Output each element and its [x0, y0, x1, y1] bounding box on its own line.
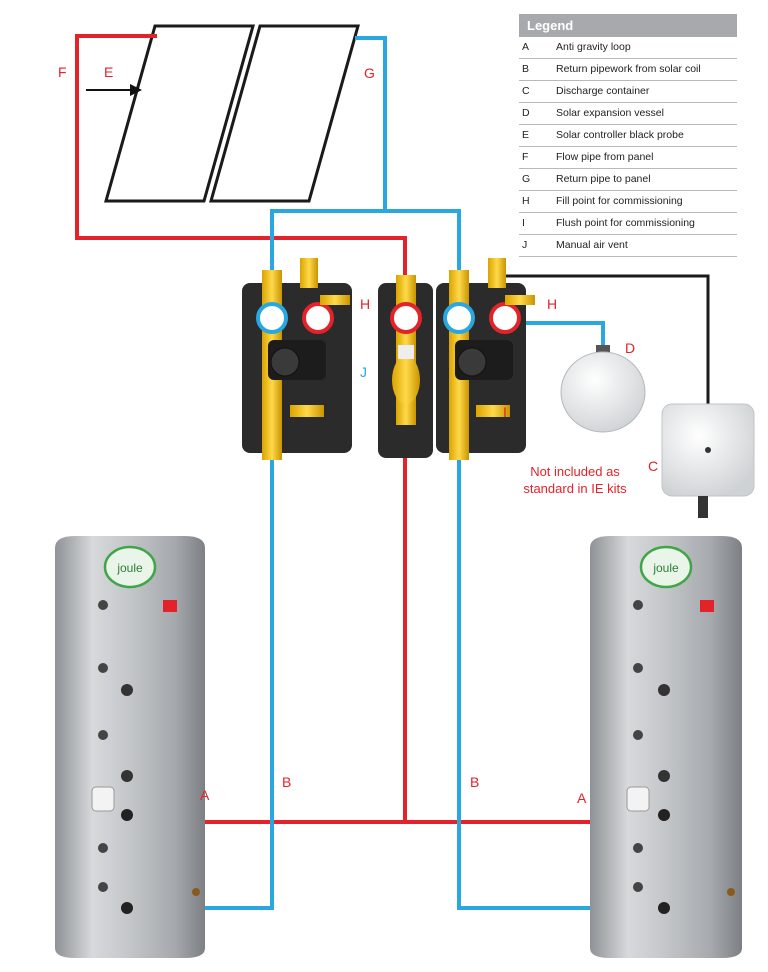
legend-key: A — [522, 41, 530, 53]
expansion-vessel — [560, 345, 646, 433]
discharge-container — [661, 403, 755, 518]
legend-row: J Manual air vent — [519, 235, 737, 257]
label-I: I — [503, 404, 507, 420]
legend-row: H Fill point for commissioning — [519, 191, 737, 213]
pump-station-right — [436, 258, 535, 460]
legend-title: Legend — [519, 14, 737, 37]
label-C: C — [648, 458, 658, 474]
legend-key: B — [522, 63, 530, 75]
legend-desc: Return pipe to panel — [556, 173, 651, 185]
brand-logo-left: joule — [116, 561, 143, 575]
legend-key: J — [522, 239, 528, 251]
legend-key: E — [522, 129, 530, 141]
not-included-note: Not included as standard in IE kits — [500, 463, 650, 497]
cylinder-left — [55, 536, 205, 958]
legend-key: C — [522, 85, 530, 97]
label-B-right: B — [470, 774, 479, 790]
legend-key: D — [522, 107, 530, 119]
legend-desc: Solar expansion vessel — [556, 107, 664, 119]
legend-row: C Discharge container — [519, 81, 737, 103]
legend-table: Legend A Anti gravity loop B Return pipewo… — [519, 14, 737, 257]
label-F: F — [58, 64, 67, 80]
label-J: J — [360, 364, 367, 380]
legend-key: I — [522, 217, 525, 229]
legend-key: G — [522, 173, 531, 185]
label-D: D — [625, 340, 635, 356]
pump-station-left — [242, 258, 352, 460]
label-A-left: A — [200, 787, 210, 803]
label-G: G — [364, 65, 375, 81]
discharge-pipe — [497, 274, 710, 408]
flow-station-middle — [378, 275, 433, 458]
label-H-left: H — [360, 296, 370, 312]
solar-panel-left — [104, 24, 255, 203]
legend-row: D Solar expansion vessel — [519, 103, 737, 125]
probe-arrow — [86, 84, 142, 96]
legend-desc: Flow pipe from panel — [556, 151, 654, 163]
brand-logo-right: joule — [652, 561, 679, 575]
label-H-right: H — [547, 296, 557, 312]
legend-desc: Anti gravity loop — [556, 41, 631, 53]
legend-row: G Return pipe to panel — [519, 169, 737, 191]
legend-key: F — [522, 151, 529, 163]
legend-row: E Solar controller black probe — [519, 125, 737, 147]
label-A-right: A — [577, 790, 587, 806]
legend-key: H — [522, 195, 530, 207]
legend-row: B Return pipework from solar coil — [519, 59, 737, 81]
legend-desc: Solar controller black probe — [556, 129, 684, 141]
legend-desc: Manual air vent — [556, 239, 628, 251]
label-E: E — [104, 64, 113, 80]
legend-row: I Flush point for commissioning — [519, 213, 737, 235]
solar-panel-right — [209, 24, 360, 203]
legend-desc: Return pipework from solar coil — [556, 63, 701, 75]
note-line-2: standard in IE kits — [523, 481, 627, 496]
label-B-left: B — [282, 774, 291, 790]
note-line-1: Not included as — [530, 464, 620, 479]
legend-desc: Fill point for commissioning — [556, 195, 683, 207]
legend-row: A Anti gravity loop — [519, 37, 737, 59]
cylinder-right — [590, 536, 742, 958]
legend-row: F Flow pipe from panel — [519, 147, 737, 169]
legend-desc: Discharge container — [556, 85, 650, 97]
legend-desc: Flush point for commissioning — [556, 217, 695, 229]
